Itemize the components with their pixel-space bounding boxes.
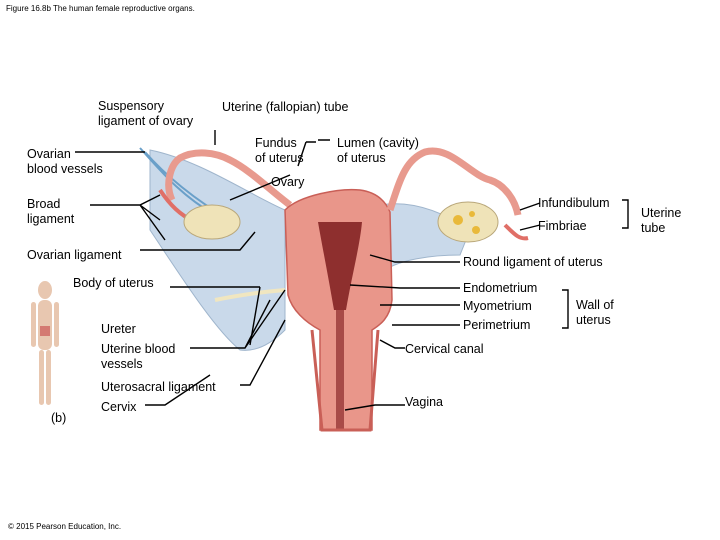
label-ovarian-blood-vessels: Ovarian blood vessels bbox=[27, 147, 103, 176]
label-lumen-of-uterus: Lumen (cavity) of uterus bbox=[337, 136, 419, 165]
label-ovary: Ovary bbox=[271, 175, 305, 189]
cervical-canal-shape bbox=[336, 310, 344, 430]
label-uterine-blood-vessels: Uterine blood vessels bbox=[101, 342, 176, 371]
label-suspensory-ligament: Suspensory ligament of ovary bbox=[98, 99, 194, 128]
follicle-shape bbox=[453, 215, 463, 225]
label-uterine-fallopian-tube: Uterine (fallopian) tube bbox=[222, 100, 349, 114]
panel-letter: (b) bbox=[51, 411, 67, 425]
label-fimbriae: Fimbriae bbox=[538, 219, 587, 233]
leader-lines bbox=[75, 130, 629, 411]
label-broad-ligament: Broad ligament bbox=[27, 197, 75, 226]
label-vagina: Vagina bbox=[405, 395, 443, 409]
label-uterosacral-ligament: Uterosacral ligament bbox=[101, 380, 216, 394]
label-infundibulum: Infundibulum bbox=[538, 196, 610, 210]
vagina-shape bbox=[310, 329, 380, 432]
label-myometrium: Myometrium bbox=[463, 299, 532, 313]
label-ovarian-ligament: Ovarian ligament bbox=[27, 248, 122, 262]
label-fundus-of-uterus: Fundus of uterus bbox=[255, 136, 304, 165]
left-uterine-tube-shape bbox=[165, 149, 293, 208]
label-perimetrium: Perimetrium bbox=[463, 318, 531, 332]
uterus-lumen-shape bbox=[318, 222, 362, 310]
left-ovary-shape bbox=[183, 204, 241, 240]
right-uterine-tube-shape bbox=[386, 147, 522, 216]
label-cervical-canal: Cervical canal bbox=[405, 342, 484, 356]
label-endometrium: Endometrium bbox=[463, 281, 538, 295]
label-cervix: Cervix bbox=[101, 400, 137, 414]
follicle-shape bbox=[472, 226, 480, 234]
label-body-of-uterus: Body of uterus bbox=[73, 276, 154, 290]
human-figure-icon bbox=[31, 281, 59, 405]
label-round-ligament: Round ligament of uterus bbox=[463, 255, 603, 269]
figure-caption: Figure 16.8b The human female reproducti… bbox=[6, 4, 195, 13]
ureter-shape bbox=[214, 288, 286, 302]
right-fimbriae-shape bbox=[503, 223, 529, 241]
follicle-shape bbox=[469, 211, 475, 217]
label-uterine-tube-group: Uterine tube bbox=[641, 206, 682, 235]
label-wall-of-uterus: Wall of uterus bbox=[576, 298, 614, 327]
right-ovary-shape bbox=[437, 201, 499, 243]
copyright-notice: © 2015 Pearson Education, Inc. bbox=[8, 522, 122, 531]
label-ureter: Ureter bbox=[101, 322, 136, 336]
